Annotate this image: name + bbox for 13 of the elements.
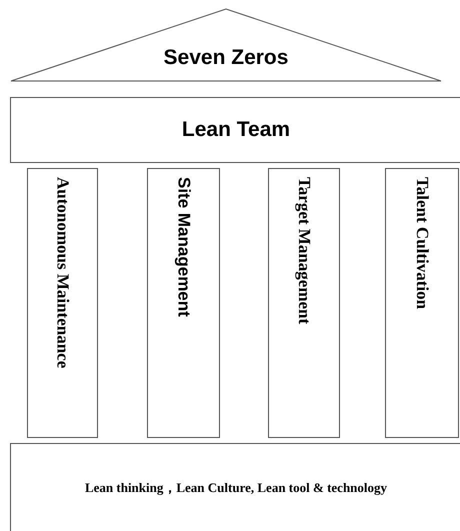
- pillar-title: Talent Cultivation: [412, 177, 432, 310]
- roof-title: Seven Zeros: [164, 46, 288, 70]
- pillar: [268, 168, 340, 438]
- banner-title: Lean Team: [182, 118, 290, 142]
- foundation-base: [10, 443, 460, 531]
- pillar: [147, 168, 220, 438]
- pillar: [27, 168, 98, 438]
- pillar-title: Site Management: [174, 177, 194, 317]
- pillar-title: Target Management: [294, 177, 314, 324]
- pillar-title: Autonomous Maintenance: [52, 177, 72, 368]
- foundation-text: Lean thinking，Lean Culture, Lean tool & technology: [84, 479, 388, 497]
- pillar: [385, 168, 459, 438]
- team-banner: [10, 97, 460, 163]
